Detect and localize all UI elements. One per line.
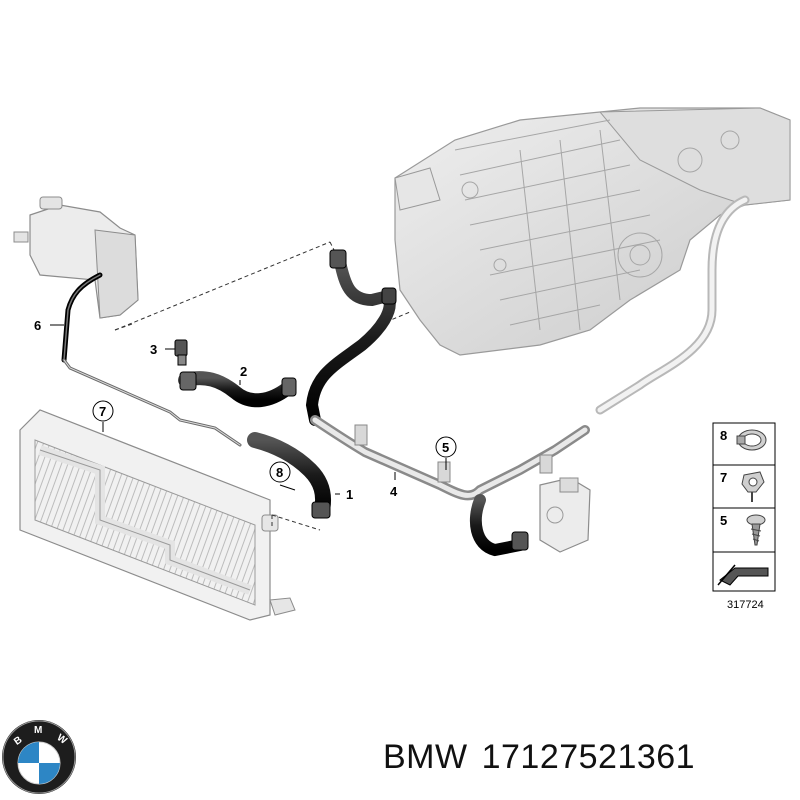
callout-4: 4 [390, 484, 398, 499]
pipe-4-bracket-3 [539, 454, 553, 474]
hose-lower-pump-end [511, 531, 529, 551]
callout-7: 7 [99, 404, 106, 419]
svg-text:M: M [34, 725, 42, 736]
pipe-4-highlight [312, 417, 588, 498]
callout-1: 1 [346, 487, 353, 502]
legend: 8 7 5 [712, 422, 776, 592]
hose-engine-upper [305, 256, 396, 426]
pipe-4-bracket-2 [437, 461, 451, 483]
callout-8: 8 [276, 465, 283, 480]
part-3-sensor [174, 339, 188, 366]
hose-7-highlight [63, 359, 241, 446]
expansion-tank [13, 196, 139, 319]
water-pump [539, 477, 591, 553]
callout-8-circle: 8 [269, 461, 291, 483]
callout-2: 2 [240, 364, 247, 379]
legend-number-7: 7 [720, 470, 727, 485]
part-caption: BMW 17127521361 [383, 738, 709, 777]
callout-3: 3 [150, 342, 157, 357]
screw-icon [746, 514, 766, 546]
diagram-id: 317724 [727, 599, 764, 611]
hose-lower-pump [469, 494, 526, 557]
brand-name: BMW [383, 738, 468, 776]
hose-2-connector-end [281, 377, 297, 397]
engine-block [394, 107, 791, 415]
hose-1 [247, 432, 332, 518]
legend-number-5: 5 [720, 513, 727, 528]
callout-5: 5 [442, 440, 449, 455]
hose-engine-upper-clamp [381, 287, 397, 305]
part-number: 17127521361 [481, 738, 696, 776]
clip-holder-icon [741, 471, 765, 502]
hose-1-end [311, 501, 331, 519]
bmw-roundel-logo: B M W [2, 720, 76, 794]
callout-leaders [50, 324, 447, 495]
hose-clamp-icon [736, 429, 767, 451]
legend-number-8: 8 [720, 428, 727, 443]
direction-arrow-icon [717, 564, 769, 586]
hose-2-connector [179, 371, 197, 391]
radiator [19, 409, 296, 621]
hose-2 [178, 371, 295, 408]
hose-6 [61, 272, 103, 363]
hose-engine-upper-end [329, 249, 347, 269]
pipe-4-bracket-1 [354, 424, 368, 446]
hose-6-highlight [63, 274, 101, 361]
callout-7-circle: 7 [92, 400, 114, 422]
callout-6: 6 [34, 318, 41, 333]
callout-5-circle: 5 [435, 436, 457, 458]
